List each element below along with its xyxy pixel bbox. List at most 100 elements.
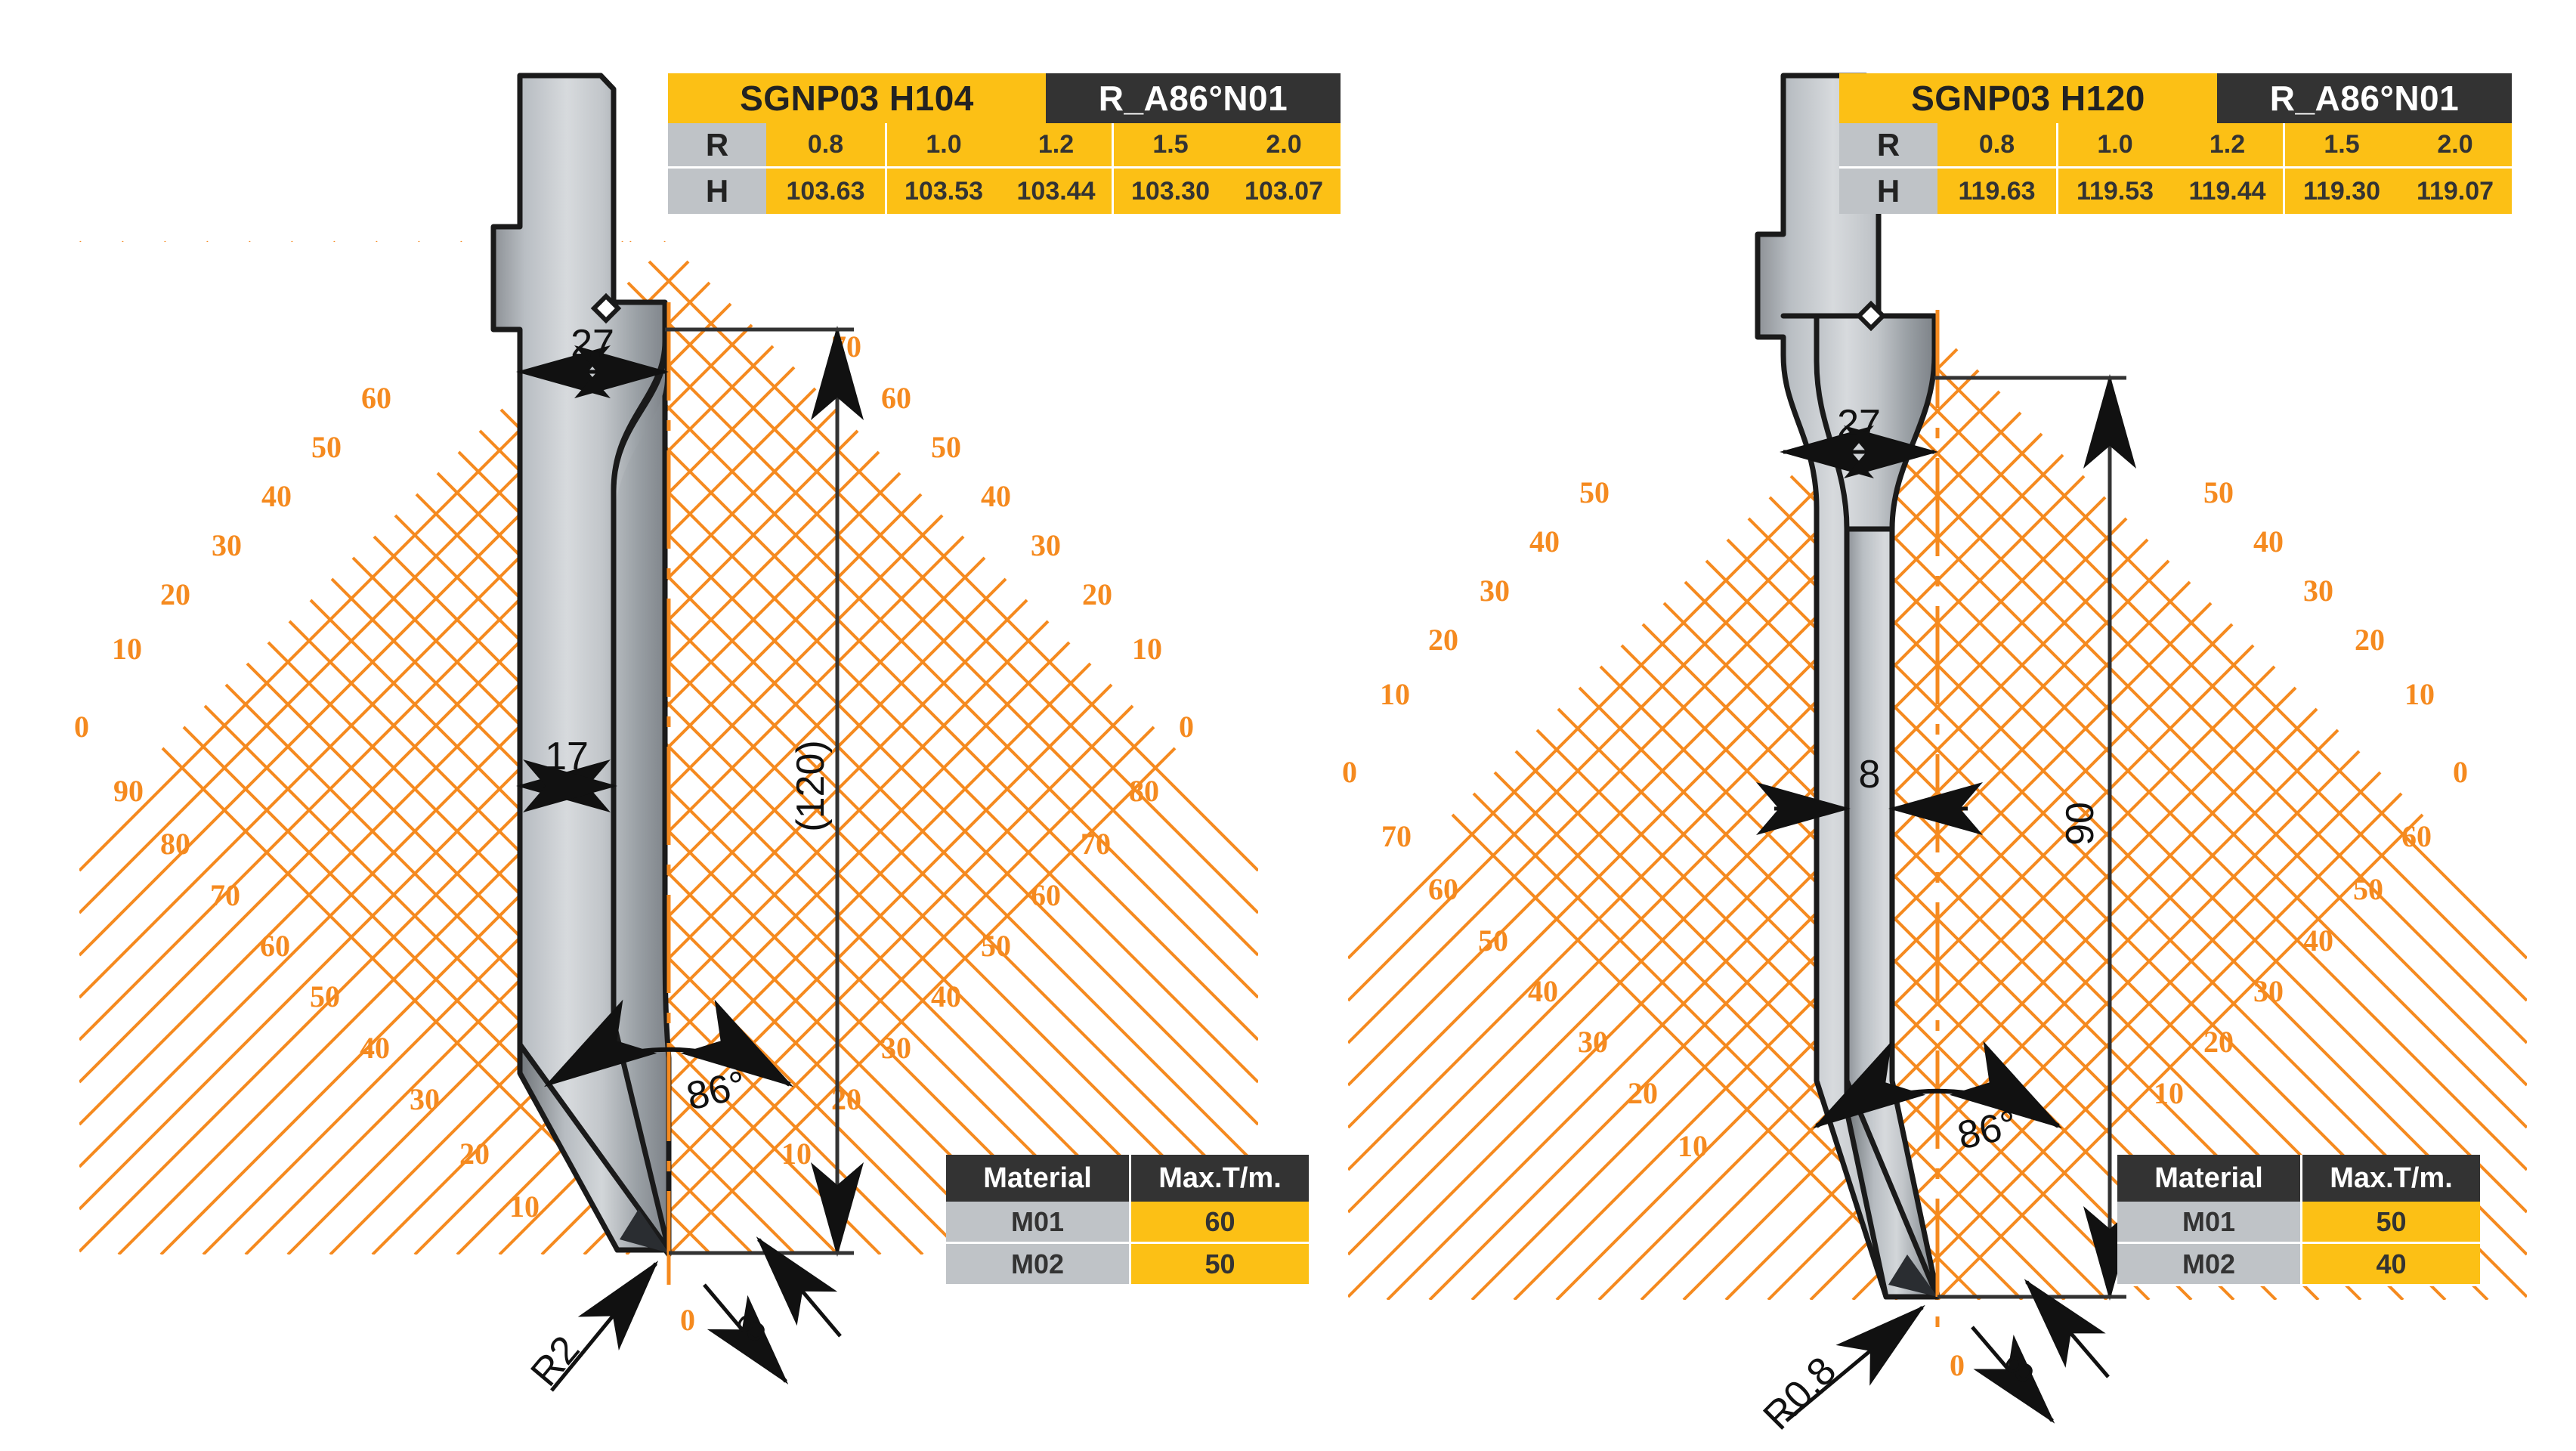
grid-label-left-up-10-r: 10 (1380, 677, 1410, 711)
grid-label-left-dn-60: 60 (260, 929, 290, 963)
grid-label-left-up-60: 60 (361, 381, 391, 415)
spec-row-r-right: R 0.8 1.0 1.2 1.5 2.0 (1839, 123, 2512, 169)
material-table-right: Material Max.T/m. M01 50 M02 40 (2117, 1155, 2480, 1286)
dimension-label-27-right: 27 (1837, 402, 1881, 446)
grid-label-left-up-50: 50 (311, 430, 342, 464)
grid-label-left-up-30: 30 (212, 528, 242, 562)
grid-label-left-up-10: 10 (112, 632, 142, 666)
spec-code-right: R_A86°N01 (2217, 73, 2512, 123)
spec-grid-left: R 0.8 1.0 1.2 1.5 2.0 H 103.63 103.53 10… (668, 123, 1341, 214)
spec-title-row-left: SGNP03 H104 R_A86°N01 (668, 73, 1341, 123)
spec-title-row-right: SGNP03 H120 R_A86°N01 (1839, 73, 2512, 123)
spec-cell-r-3-right: 1.5 (2285, 123, 2398, 169)
dimension-label-86deg-right: 86° (1953, 1102, 2021, 1158)
grid-label-left-dn-60-r: 60 (1428, 872, 1458, 906)
grid-label-left-dn-70: 70 (210, 878, 240, 912)
grid-label-bottom-0: 0 (680, 1303, 695, 1337)
spec-cell-h-2-right: 119.44 (2172, 169, 2285, 214)
grid-label-right-up-40: 40 (981, 479, 1011, 513)
grid-label-left-up-30-r: 30 (1480, 574, 1510, 608)
material-cell-value-m02-right: 40 (2302, 1244, 2480, 1286)
grid-label-left-dn-40-r: 40 (1528, 974, 1558, 1008)
spec-cell-h-2-left: 103.44 (1000, 169, 1114, 214)
punch-drawing-right: 0 10 20 30 40 50 70 60 50 40 30 20 10 0 … (1288, 0, 2576, 1451)
material-header-material-left: Material (946, 1155, 1131, 1202)
grid-label-left-dn-50: 50 (310, 979, 340, 1013)
grid-label-left-dn-40: 40 (360, 1031, 390, 1065)
grid-label-left-up-40: 40 (261, 479, 292, 513)
spec-name-right: SGNP03 H120 (1839, 73, 2217, 123)
grid-scale-labels-right: 0 10 20 30 40 50 70 60 50 40 30 20 10 0 … (1342, 475, 2468, 1382)
spec-row-h-left: H 103.63 103.53 103.44 103.30 103.07 (668, 169, 1341, 214)
grid-label-right-dn-10: 10 (781, 1137, 812, 1171)
spec-cell-h-3-right: 119.30 (2285, 169, 2398, 214)
grid-label-right-up-30-r: 30 (2303, 574, 2333, 608)
dimension-body-width-left: 17 (516, 735, 617, 812)
grid-label-right-dn-40-r: 40 (2303, 924, 2333, 958)
dimension-body-width-right: 8 (1756, 753, 1983, 835)
grid-label-left-dn-90: 90 (113, 774, 144, 808)
grid-label-right-up-10: 10 (1132, 632, 1162, 666)
spec-cell-r-4-right: 2.0 (2398, 123, 2512, 169)
material-header-maxtm-right: Max.T/m. (2330, 1162, 2453, 1194)
spec-cell-r-4-left: 2.0 (1227, 123, 1341, 169)
spec-row-label-h-left: H (668, 169, 766, 214)
dimension-label-90-right: 90 (2058, 802, 2102, 846)
grid-label-left-dn-10-r: 10 (1678, 1129, 1708, 1163)
grid-label-right-dn-30-r: 30 (2253, 974, 2284, 1008)
spec-cell-r-2-right: 1.2 (2172, 123, 2285, 169)
spec-name-left: SGNP03 H104 (668, 73, 1046, 123)
grid-label-right-up-50-r: 50 (2203, 475, 2234, 509)
material-row-m02-left: M02 50 (946, 1244, 1309, 1286)
spec-table-left: SGNP03 H104 R_A86°N01 R 0.8 1.0 1.2 1.5 … (668, 73, 1341, 214)
grid-label-left-0-r: 0 (1342, 755, 1357, 789)
spec-cell-r-2-left: 1.2 (1000, 123, 1114, 169)
spec-table-right: SGNP03 H120 R_A86°N01 R 0.8 1.0 1.2 1.5 … (1839, 73, 2512, 214)
grid-label-right-up-10-r: 10 (2404, 677, 2435, 711)
material-cell-name-m01-right: M01 (2117, 1202, 2302, 1244)
material-cell-value-m01-right: 50 (2302, 1202, 2480, 1244)
spec-row-label-r-right: R (1839, 123, 1937, 169)
spec-cell-r-1-left: 1.0 (887, 123, 1000, 169)
material-table-header-right: Material Max.T/m. (2117, 1155, 2480, 1202)
material-cell-value-m02-left: 50 (1131, 1244, 1309, 1286)
grid-label-left-dn-50-r: 50 (1478, 924, 1508, 958)
spec-cell-h-0-left: 103.63 (766, 169, 887, 214)
spec-cell-h-1-left: 103.53 (887, 169, 1000, 214)
spec-cell-h-4-left: 103.07 (1227, 169, 1341, 214)
grid-label-right-dn-60: 60 (1031, 878, 1061, 912)
spec-row-label-h-right: H (1839, 169, 1937, 214)
grid-label-right-0-r: 0 (2453, 755, 2468, 789)
material-header-maxtm-left: Max.T/m. (1158, 1162, 1282, 1194)
grid-label-left-0: 0 (74, 710, 89, 744)
grid-label-right-dn-50: 50 (981, 929, 1011, 963)
grid-label-bottom-0-r: 0 (1950, 1348, 1965, 1382)
dimension-label-120-left: (120) (789, 740, 833, 831)
grid-label-left-up-40-r: 40 (1529, 524, 1560, 558)
material-cell-value-m01-left: 60 (1131, 1202, 1309, 1244)
material-cell-name-m02-left: M02 (946, 1244, 1131, 1286)
grid-label-right-dn-70: 70 (1081, 827, 1111, 861)
material-row-m01-left: M01 60 (946, 1202, 1309, 1244)
grid-label-right-up-40-r: 40 (2253, 524, 2284, 558)
grid-label-right-up-20-r: 20 (2355, 623, 2385, 657)
material-row-m01-right: M01 50 (2117, 1202, 2480, 1244)
grid-label-left-dn-20-r: 20 (1628, 1076, 1658, 1110)
grid-scale-labels-left: 0 10 20 30 40 50 60 90 80 70 60 50 40 30… (74, 329, 1194, 1337)
spec-cell-h-0-right: 119.63 (1937, 169, 2058, 214)
dimension-label-17-left: 17 (545, 735, 589, 778)
material-cell-name-m02-right: M02 (2117, 1244, 2302, 1286)
grid-label-left-dn-10: 10 (509, 1190, 540, 1224)
spec-cell-r-0-left: 0.8 (766, 123, 887, 169)
dimension-top-width-right: 27 (1780, 402, 1938, 478)
spec-cell-r-3-left: 1.5 (1114, 123, 1227, 169)
material-table-header-left: Material Max.T/m. (946, 1155, 1309, 1202)
spec-grid-right: R 0.8 1.0 1.2 1.5 2.0 H 119.63 119.53 11… (1839, 123, 2512, 214)
grid-label-right-dn-30: 30 (881, 1031, 911, 1065)
grid-label-right-0: 0 (1179, 710, 1194, 744)
grid-label-right-dn-60-r: 60 (2401, 819, 2432, 853)
grid-label-left-dn-70-r: 70 (1381, 819, 1412, 853)
grid-label-left-dn-20: 20 (459, 1137, 490, 1171)
material-header-material-right: Material (2117, 1155, 2302, 1202)
